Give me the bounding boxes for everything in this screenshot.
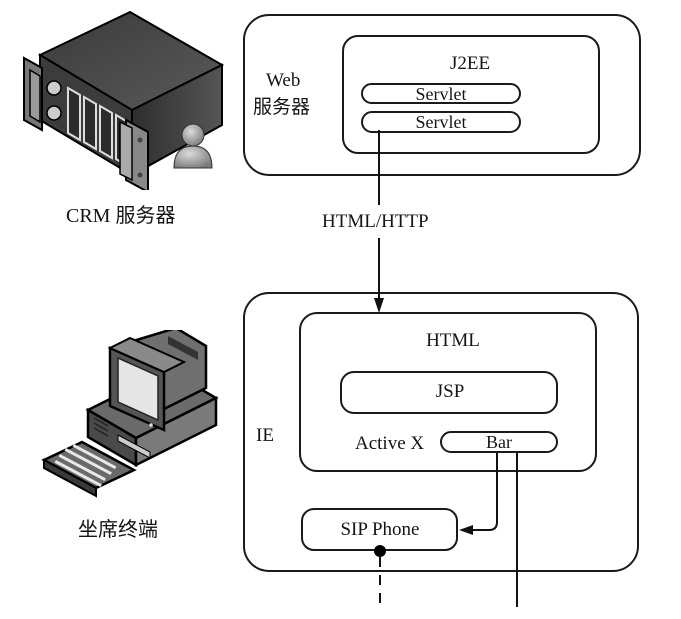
- bar-box: Bar: [440, 431, 558, 453]
- servlet-label-1: Servlet: [415, 84, 467, 104]
- servlet-box-1: Servlet: [361, 83, 521, 104]
- j2ee-box: [342, 35, 600, 154]
- servlet-box-2: Servlet: [361, 111, 521, 133]
- http-arrowhead: [374, 298, 384, 313]
- jsp-label: JSP: [435, 381, 465, 402]
- desktop-computer-icon: [41, 326, 219, 498]
- html-box: [299, 312, 597, 472]
- connection-label: HTML/HTTP: [322, 211, 429, 232]
- activex-label: Active X: [355, 433, 425, 454]
- web-server-label-web: Web: [266, 70, 301, 91]
- web-server-box: [243, 14, 641, 176]
- agent-terminal-label: 坐席终端: [78, 519, 158, 541]
- ie-label: IE: [256, 425, 274, 446]
- sip-endpoint-dot: [374, 545, 386, 557]
- crm-server-label: CRM 服务器: [66, 205, 176, 227]
- html-label: HTML: [426, 330, 480, 351]
- jsp-box: [340, 371, 558, 414]
- sip-phone-label: SIP Phone: [340, 519, 420, 540]
- web-server-label-server: 服务器: [253, 97, 311, 118]
- crm-server-node: [10, 10, 230, 194]
- agent-terminal-node: [38, 326, 223, 505]
- ie-box: [243, 292, 639, 572]
- bar-to-sip-connector: [472, 452, 498, 531]
- server-icon: [23, 10, 225, 194]
- bar-label: Bar: [486, 432, 512, 452]
- sip-arrowhead: [459, 525, 473, 535]
- j2ee-label: J2EE: [449, 53, 491, 74]
- servlet-label-2: Servlet: [415, 112, 467, 132]
